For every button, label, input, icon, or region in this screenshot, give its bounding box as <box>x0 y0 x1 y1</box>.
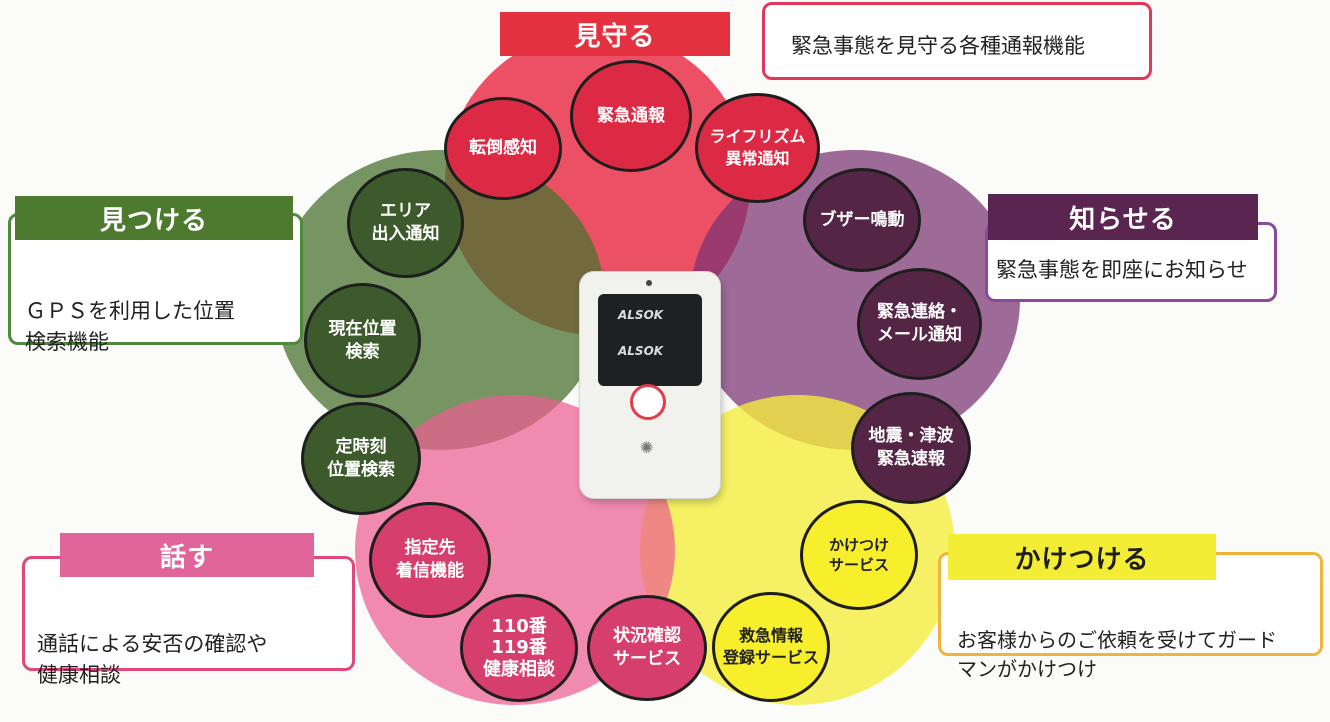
feature-shitei-chakushin: 指定先 着信機能 <box>369 502 491 618</box>
feature-kinkyu-tsuho: 緊急通報 <box>570 60 692 172</box>
device-screen: ALSOK ALSOK <box>598 294 702 386</box>
desc-mimamoru: 緊急事態を見守る各種通報機能 <box>762 2 1152 80</box>
feature-bango-kenko: 110番 119番 健康相談 <box>460 594 578 702</box>
alsok-device-image: ALSOK ALSOK ✺ <box>580 272 720 498</box>
feature-genzai-ichi: 現在位置 検索 <box>304 283 421 398</box>
device-camera <box>646 280 652 286</box>
desc-kaketsukeru-text: お客様からのご依頼を受けてガード マンがかけつけ <box>957 628 1277 681</box>
device-brand-screen: ALSOK <box>618 344 664 358</box>
feature-liferhythm: ライフリズム 異常通知 <box>695 93 820 203</box>
feature-kyukyu-joho: 救急情報 登録サービス <box>712 592 830 702</box>
header-kaketsukeru: かけつける <box>948 534 1216 580</box>
header-hanasu: 話す <box>60 533 314 577</box>
feature-kaketsuke-service: かけつけ サービス <box>800 500 918 610</box>
header-shiraseru: 知らせる <box>988 194 1258 240</box>
feature-area-tsuchi: エリア 出入通知 <box>347 168 464 278</box>
feature-jokyo-kakunin: 状況確認 サービス <box>587 595 707 701</box>
feature-jishin: 地震・津波 緊急速報 <box>851 392 971 504</box>
desc-mitsukeru-text: ＧＰＳを利用した位置 検索機能 <box>25 299 235 354</box>
speaker-icon: ✺ <box>640 438 654 457</box>
desc-shiraseru-text: 緊急事態を即座にお知らせ <box>996 258 1248 282</box>
feature-tentou-kanchi: 転倒感知 <box>444 97 562 200</box>
feature-teijikoku: 定時刻 位置検索 <box>301 402 421 515</box>
header-mitsukeru: 見つける <box>15 196 293 240</box>
feature-buzzer: ブザー鳴動 <box>803 168 921 272</box>
feature-kinkyu-renraku: 緊急連絡・ メール通知 <box>857 268 982 380</box>
device-brand-top: ALSOK <box>618 308 664 322</box>
header-mimamoru: 見守る <box>500 12 730 56</box>
desc-hanasu-text: 通話による安否の確認や 健康相談 <box>37 632 268 687</box>
device-emergency-button <box>630 384 666 420</box>
